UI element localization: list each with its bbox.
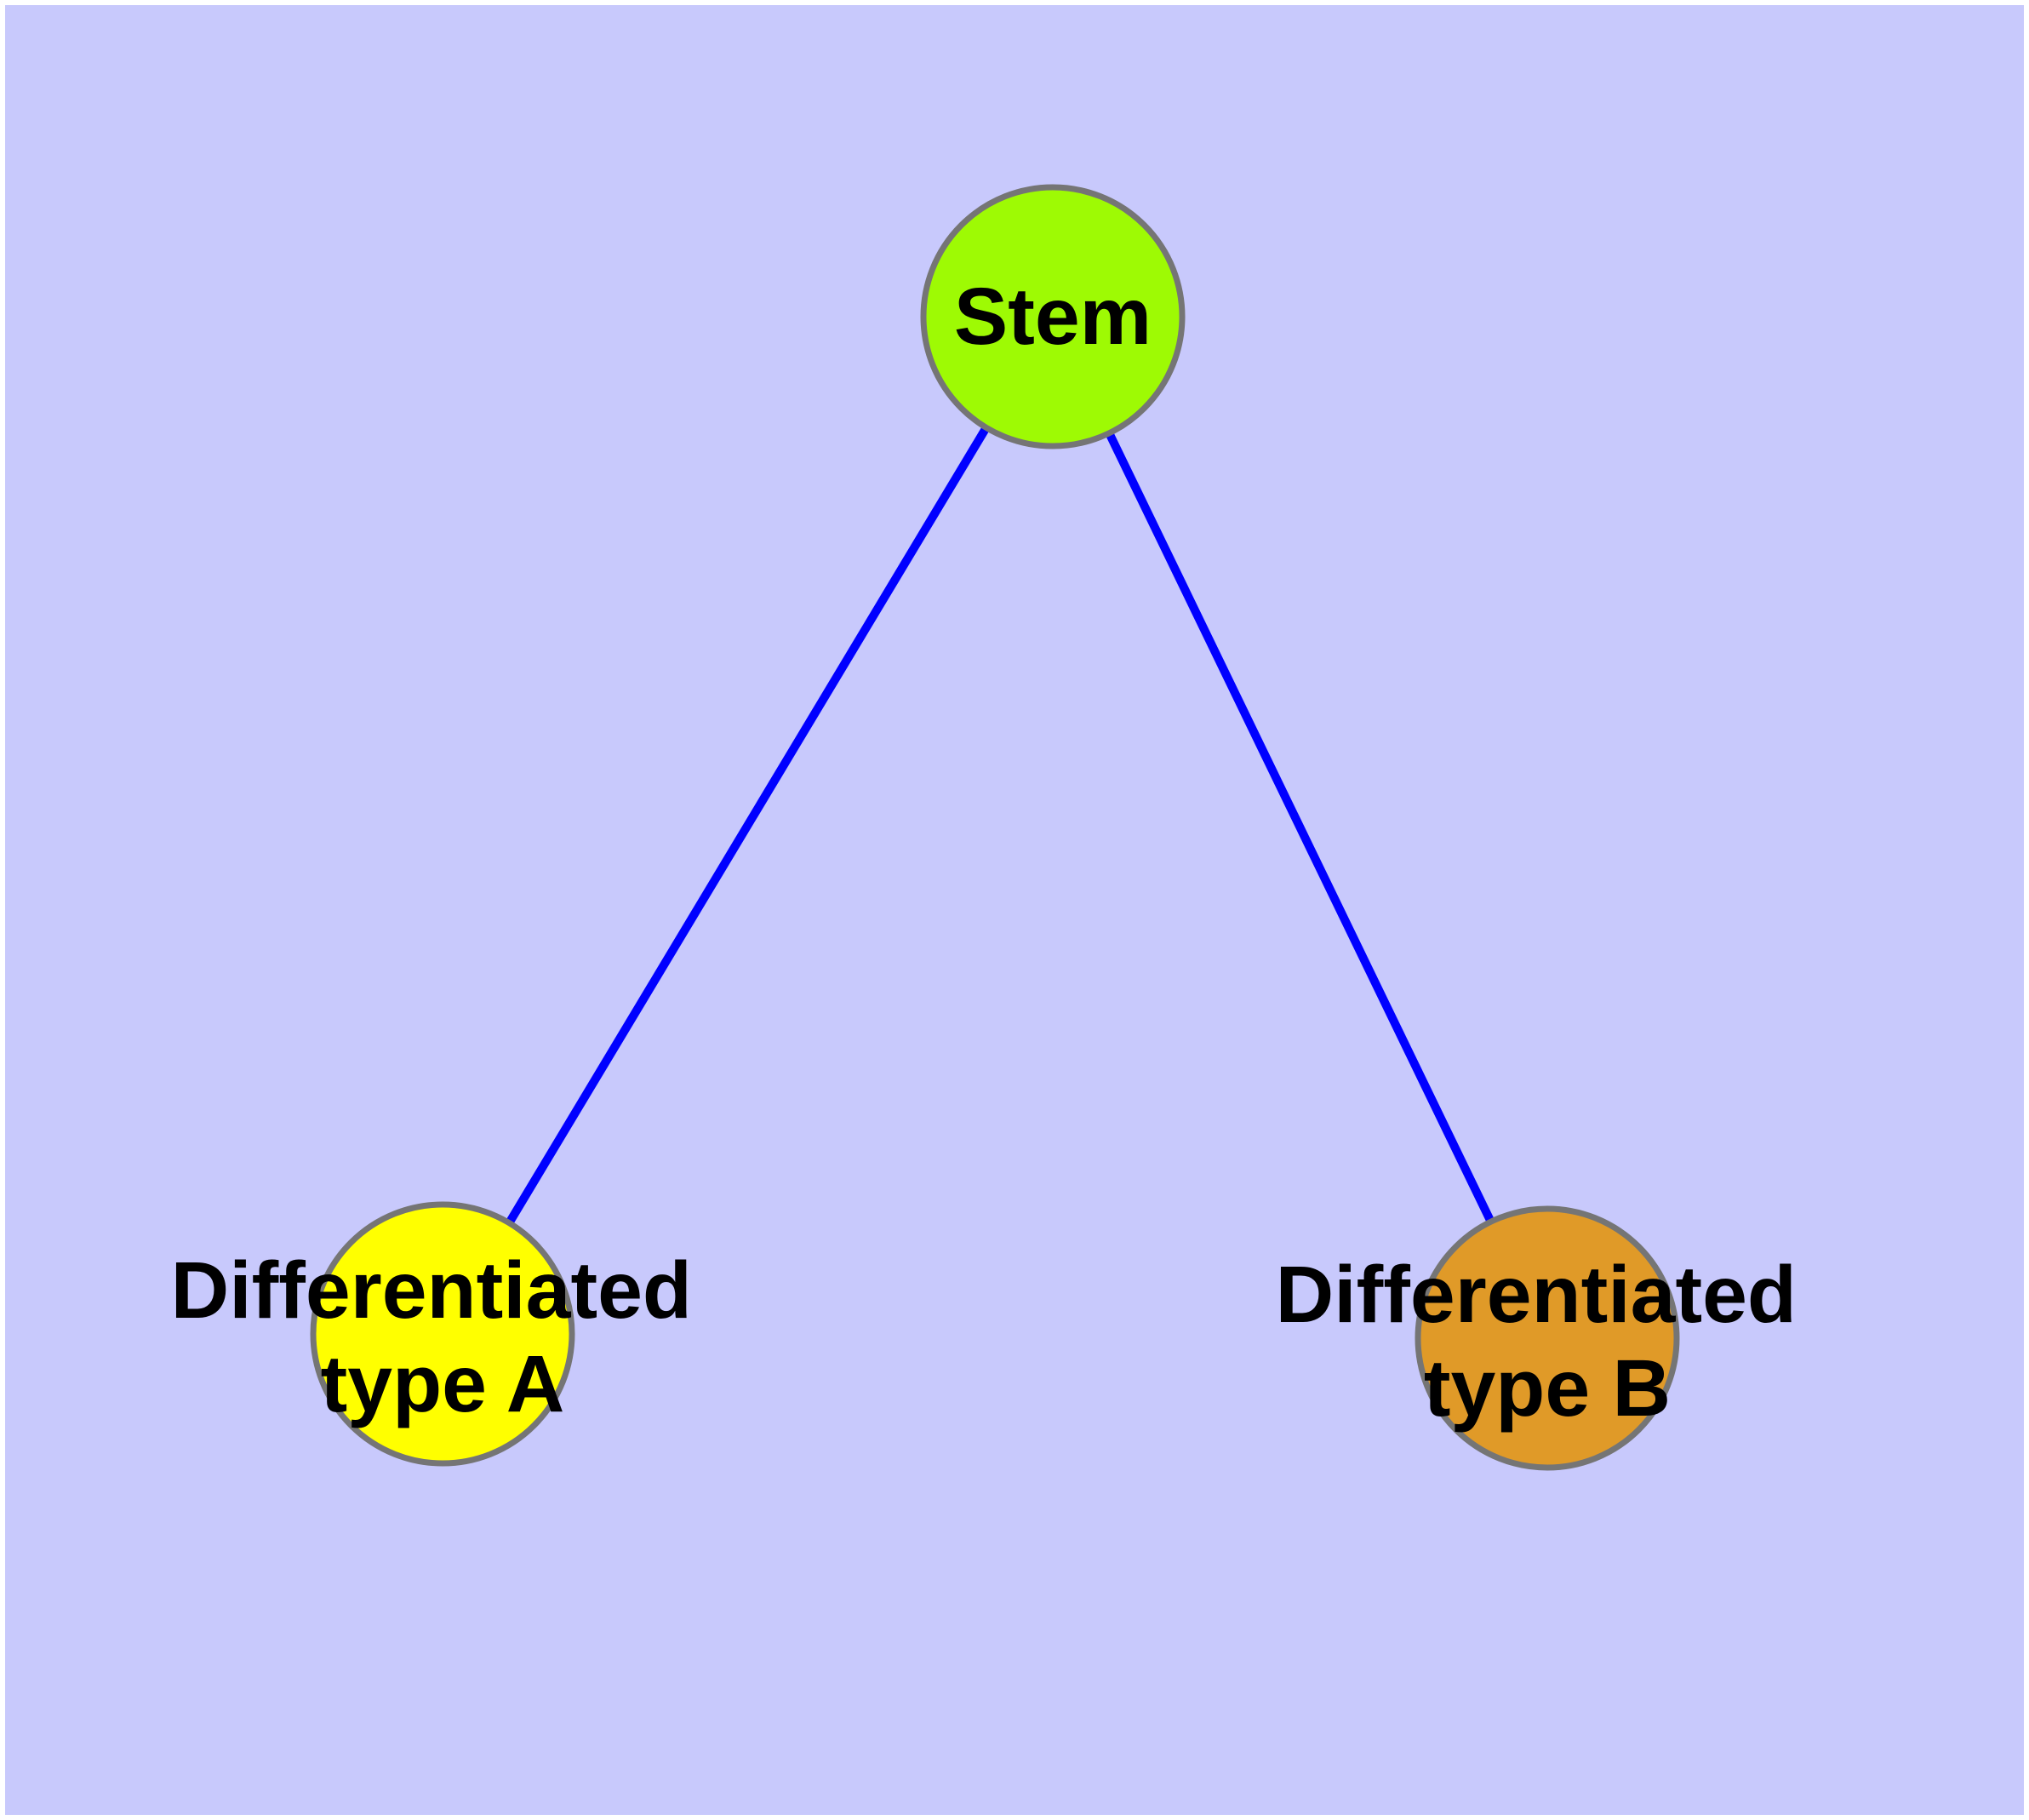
label-layer: Stem Differentiated type A Differentiate…	[171, 272, 1820, 1434]
node-circle-stem[interactable]	[920, 184, 1186, 449]
node-label-differentiated-type-b-line-2: type B	[1424, 1343, 1671, 1434]
node-layer	[310, 184, 1680, 1471]
node-label-stem: Stem	[954, 272, 1152, 362]
node-label-stem-line-1: Stem	[954, 272, 1152, 362]
edge-layer	[438, 314, 1552, 1341]
edge-stem-to-differentiated-type-b[interactable]	[1049, 314, 1552, 1341]
node-stem[interactable]	[920, 184, 1186, 449]
node-circle-differentiated-type-b[interactable]	[1415, 1205, 1680, 1471]
edge-stem-to-differentiated-type-a[interactable]	[438, 314, 1057, 1336]
node-label-differentiated-type-b-line-1: Differentiated	[1276, 1250, 1797, 1340]
node-label-differentiated-type-a: Differentiated type A	[171, 1245, 715, 1429]
node-label-differentiated-type-b: Differentiated type B	[1276, 1250, 1820, 1434]
node-differentiated-type-b[interactable]	[1415, 1205, 1680, 1471]
node-differentiated-type-a[interactable]	[310, 1201, 575, 1467]
node-circle-differentiated-type-a[interactable]	[310, 1201, 575, 1467]
node-label-differentiated-type-a-line-2: type A	[321, 1339, 565, 1429]
node-label-differentiated-type-a-line-1: Differentiated	[171, 1245, 692, 1336]
